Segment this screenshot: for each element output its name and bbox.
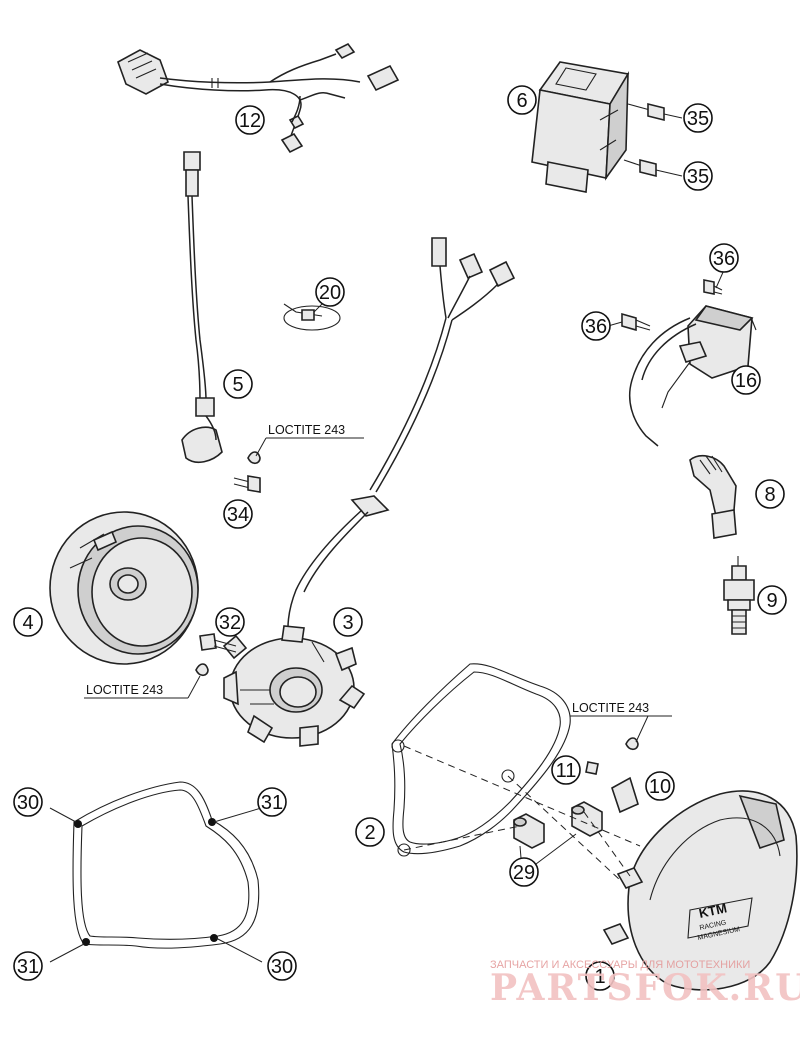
loctite-label-middle: LOCTITE 243 — [86, 683, 163, 697]
callout-4-label: 4 — [22, 612, 33, 634]
callout-1-label: 1 — [594, 966, 605, 988]
callout-3: 3 — [333, 607, 363, 637]
callout-11-label: 11 — [556, 760, 577, 782]
callout-34-label: 34 — [227, 504, 249, 526]
callout-11: 11 — [551, 755, 581, 785]
callout-36-lower: 36 — [581, 311, 611, 341]
loctite-text-1: LOCTITE 243 — [268, 423, 345, 437]
callout-30-top-label: 30 — [17, 792, 39, 814]
callout-4: 4 — [13, 607, 43, 637]
bolt-32-part — [195, 633, 237, 677]
callout-35-lower: 35 — [683, 161, 713, 191]
bolt-35-upper-part — [627, 102, 683, 122]
loctite-label-top: LOCTITE 243 — [268, 423, 345, 437]
loctite-text-3: LOCTITE 243 — [572, 701, 649, 715]
callout-31-top: 31 — [257, 787, 287, 817]
cdi-unit-part — [531, 61, 630, 193]
callout-6: 6 — [507, 85, 537, 115]
inner-gasket-part — [72, 781, 260, 949]
callout-34: 34 — [223, 499, 253, 529]
callout-36-lower-label: 36 — [585, 316, 607, 338]
callout-29-label: 29 — [513, 862, 535, 884]
alignment-lines — [403, 745, 641, 881]
watermark-tagline: ЗАПЧАСТИ И АКСЕССУАРЫ ДЛЯ МОТОТЕХНИКИ — [490, 959, 750, 971]
callout-5-label: 5 — [232, 374, 243, 396]
screw-36-lower-part — [621, 312, 651, 332]
callout-30-top: 30 — [13, 787, 43, 817]
loctite-text-2: LOCTITE 243 — [86, 683, 163, 697]
callout-16-label: 16 — [735, 370, 757, 392]
cover-brand-text: KTM — [698, 900, 729, 921]
sensor-cable-part — [181, 151, 223, 464]
callout-2: 2 — [355, 817, 385, 847]
bolt-35-lower-part — [623, 158, 683, 178]
callout-8-label: 8 — [764, 484, 775, 506]
loctite-label-right: LOCTITE 243 — [572, 701, 649, 715]
callout-31-bottom: 31 — [13, 951, 43, 981]
cover-gasket-part — [391, 663, 571, 857]
ignition-cover-part — [602, 790, 798, 991]
callout-12: 12 — [235, 105, 265, 135]
callout-36-upper: 36 — [709, 243, 739, 273]
callout-2-label: 2 — [364, 822, 375, 844]
callout-16: 16 — [731, 365, 761, 395]
wiring-harness-part — [117, 42, 400, 154]
screw-11-part — [585, 737, 639, 775]
flywheel-rotor-part — [49, 511, 199, 665]
callout-36-upper-label: 36 — [713, 248, 735, 270]
gasket-dowel-markers — [74, 818, 218, 946]
watermark-site: PARTSFOK.RU — [490, 967, 800, 1009]
screw-36-upper-part — [703, 279, 723, 295]
callout-5: 5 — [223, 369, 253, 399]
callout-6-label: 6 — [516, 90, 527, 112]
callout-10-label: 10 — [649, 776, 671, 798]
callout-35-lower-label: 35 — [687, 166, 709, 188]
callout-30-bottom-label: 30 — [271, 956, 293, 978]
callout-10: 10 — [645, 771, 675, 801]
spark-plug-cap-part — [689, 454, 737, 539]
callout-35-upper-label: 35 — [687, 108, 709, 130]
bolt-34-part — [233, 451, 261, 493]
spark-plug-part — [723, 556, 755, 635]
callout-9: 9 — [757, 585, 787, 615]
callout-1: 1 — [585, 961, 615, 991]
callout-32: 32 — [215, 607, 245, 637]
callout-30-bottom: 30 — [267, 951, 297, 981]
callout-31-top-label: 31 — [261, 792, 283, 814]
callout-9-label: 9 — [766, 590, 777, 612]
callout-12-label: 12 — [239, 110, 261, 132]
dowel-sleeve-part — [513, 801, 603, 849]
callout-31-bottom-label: 31 — [17, 956, 39, 978]
plate-10-part — [611, 776, 639, 814]
callout-35-upper: 35 — [683, 103, 713, 133]
callout-20: 20 — [315, 277, 345, 307]
watermark: ЗАПЧАСТИ И АКСЕССУАРЫ ДЛЯ МОТОТЕХНИКИ PA… — [490, 959, 800, 1009]
callout-29: 29 — [509, 857, 539, 887]
callout-32-label: 32 — [219, 612, 241, 634]
callout-20-label: 20 — [319, 282, 341, 304]
stator-part — [222, 237, 516, 747]
callout-8: 8 — [755, 479, 785, 509]
callout-3-label: 3 — [342, 612, 353, 634]
cable-tie-part — [283, 299, 341, 331]
